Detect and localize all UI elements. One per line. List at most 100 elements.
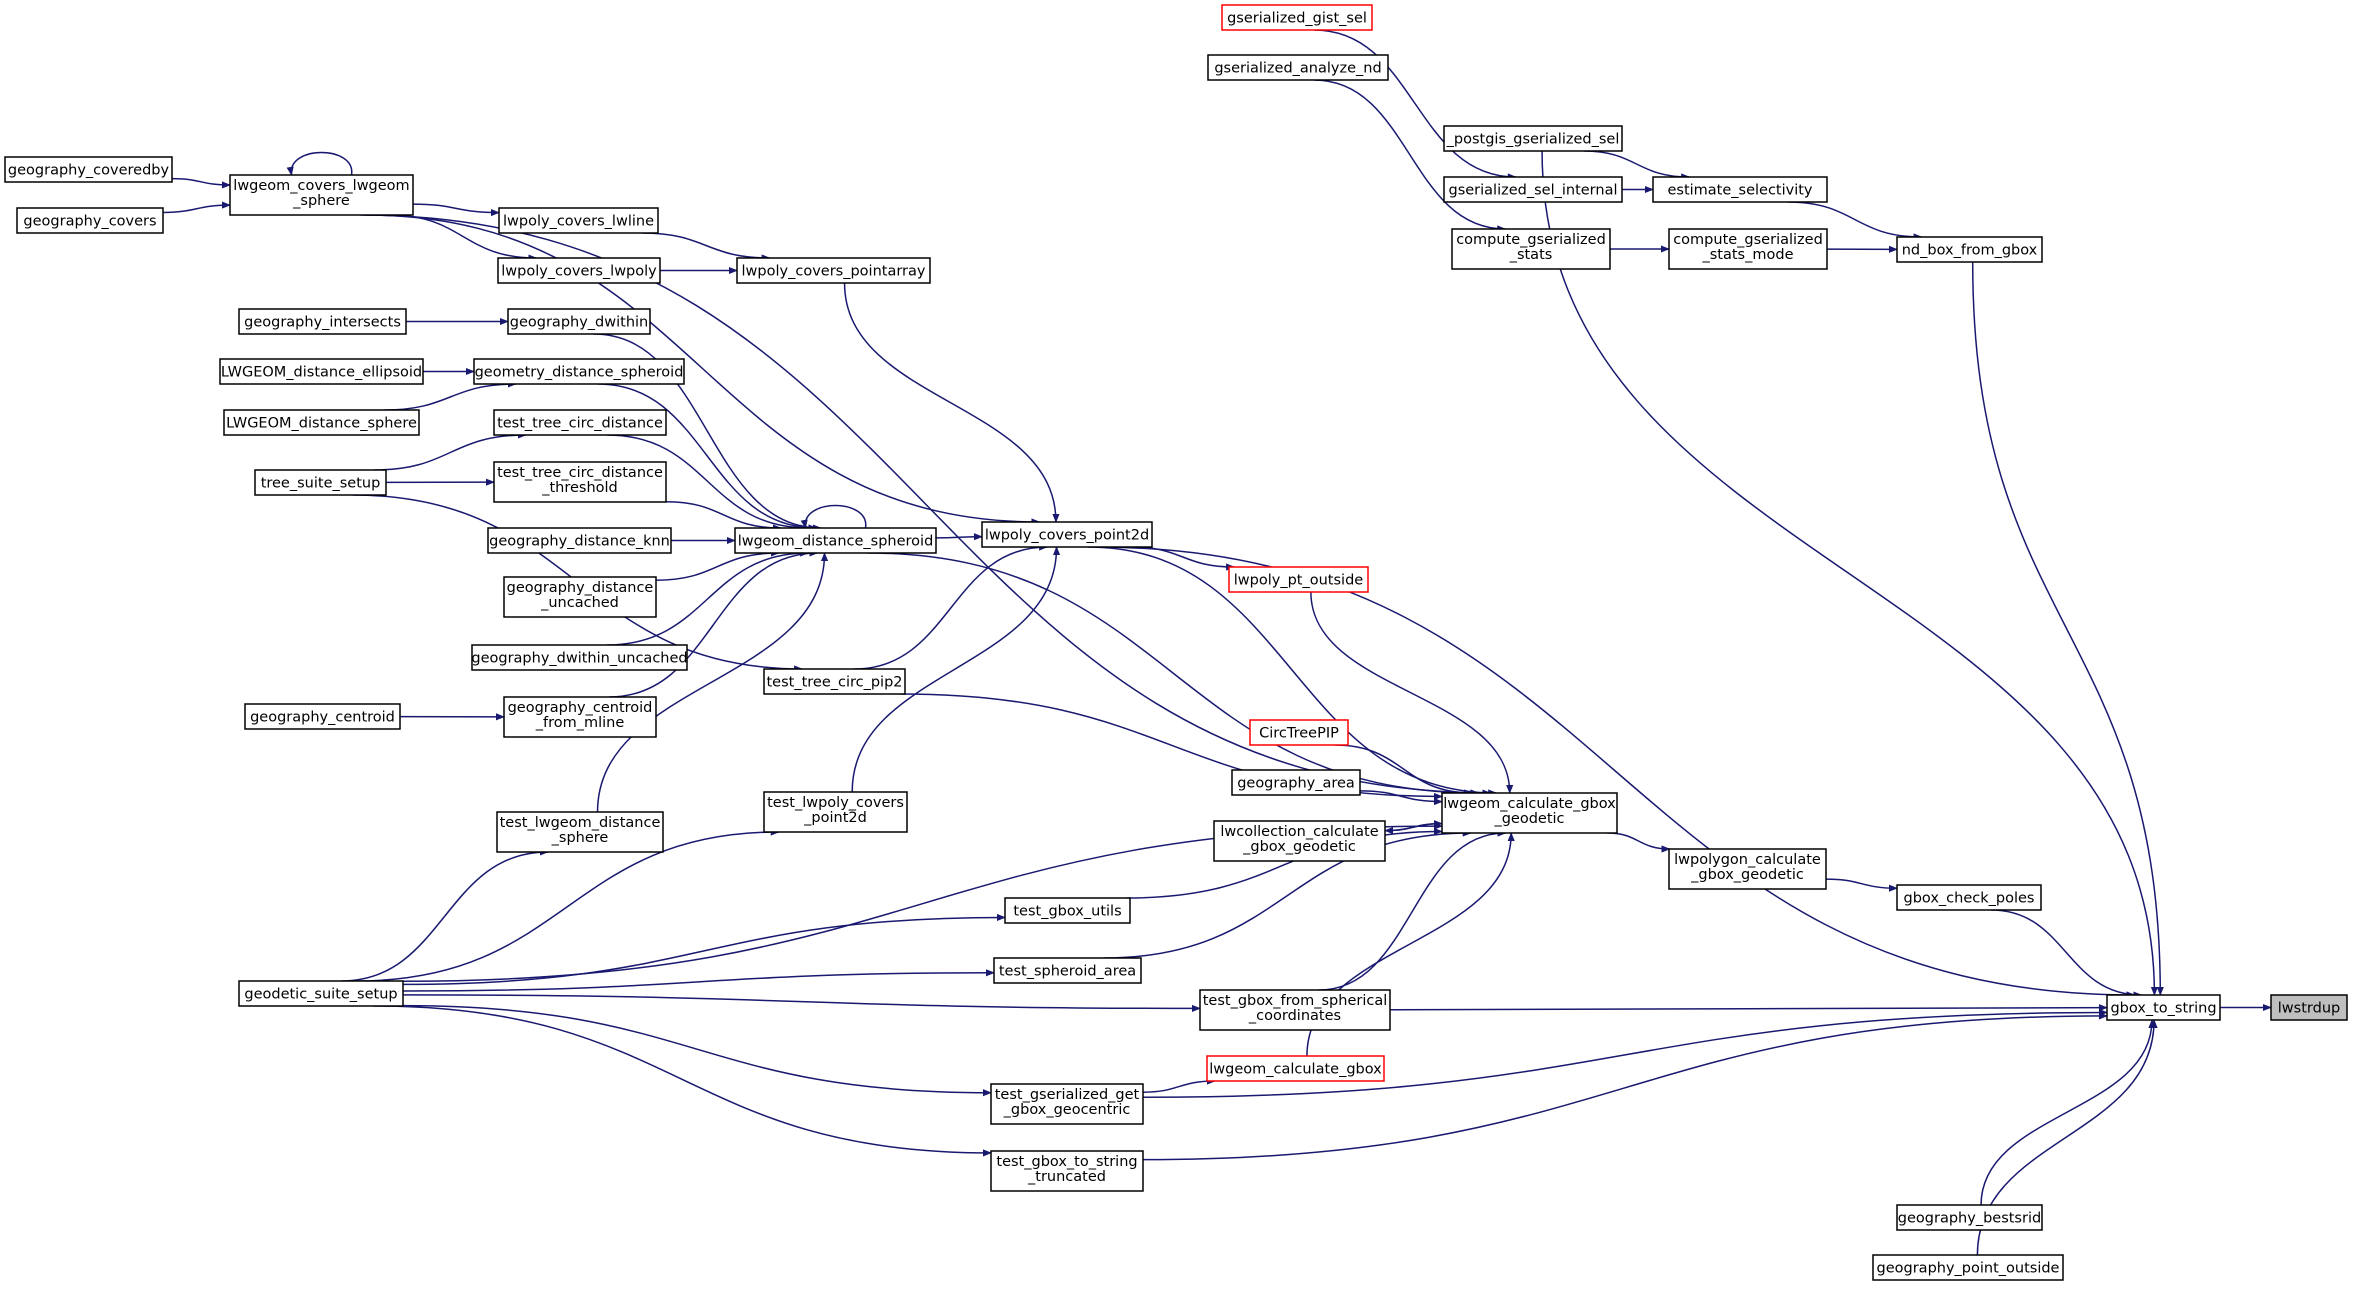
edge-geodetic_suite_setup-to-test_spheroid_area xyxy=(402,969,995,992)
node-label: test_gbox_utils xyxy=(1013,904,1121,920)
node-label: test_spheroid_area xyxy=(999,964,1136,980)
node-lwpoly-covers-pointarray[interactable]: lwpoly_covers_pointarray xyxy=(736,257,931,284)
node-label: geometry_distance_spheroid xyxy=(475,365,684,381)
node-geography-dwithin[interactable]: geography_dwithin xyxy=(507,308,651,335)
node-label: lwgeom_calculate_gbox xyxy=(1209,1062,1382,1078)
node-box xyxy=(16,207,164,234)
node-geography-distance-uncached[interactable]: geography_distance_uncached xyxy=(503,576,657,618)
node-geography-centroid[interactable]: geography_centroid xyxy=(244,703,401,730)
node-tree-suite-setup[interactable]: tree_suite_setup xyxy=(254,469,387,496)
node-gserialized-gist-sel[interactable]: gserialized_gist_sel xyxy=(1221,4,1373,31)
node-box xyxy=(498,207,659,234)
node-label: geography_area xyxy=(1237,776,1355,792)
node-geography-centroid-from-mline[interactable]: geography_centroid_from_mline xyxy=(503,696,657,738)
node-gbox-to-string[interactable]: gbox_to_string xyxy=(2106,994,2221,1021)
node-test-tree-circ-distance-threshold[interactable]: test_tree_circ_distance_threshold xyxy=(493,461,667,503)
node-test-lwpoly-covers-point2d[interactable]: test_lwpoly_covers_point2d xyxy=(763,791,908,833)
node-box xyxy=(981,521,1153,548)
node-lwpoly-pt-outside[interactable]: lwpoly_pt_outside xyxy=(1228,566,1369,593)
node-lwpoly-covers-point2d[interactable]: lwpoly_covers_point2d xyxy=(981,521,1153,548)
node-label: lwstrdup xyxy=(2278,1001,2340,1017)
node-test-gbox-utils[interactable]: test_gbox_utils xyxy=(1004,897,1131,924)
node-compute-gserialized-stats-mode[interactable]: compute_gserialized_stats_mode xyxy=(1668,228,1828,270)
node-geography-bestsrid[interactable]: geography_bestsrid xyxy=(1896,1204,2043,1231)
node-box xyxy=(1213,820,1386,862)
node-label: geography_dwithin_uncached xyxy=(471,651,687,667)
node-geography-coveredby[interactable]: geography_coveredby xyxy=(4,156,173,183)
edge-geodetic_suite_setup-to-test_gbox_to_string_truncated xyxy=(373,1005,992,1157)
node-nd-box-from-gbox[interactable]: nd_box_from_gbox xyxy=(1896,236,2043,263)
edge-CircTreePIP-to-lwgeom_calculate_gbox_geodetic xyxy=(1334,744,1474,797)
node-box xyxy=(1652,176,1828,203)
node-geometry-distance-spheroid[interactable]: geometry_distance_spheroid xyxy=(473,358,685,385)
node-box xyxy=(1443,176,1623,203)
edge-lwgeom_distance_spheroid-to-lwgeom_calculate_gbox_geodetic xyxy=(867,552,1480,797)
node-box xyxy=(1872,1254,2064,1281)
node-box xyxy=(4,156,173,183)
node-test-spheroid-area[interactable]: test_spheroid_area xyxy=(993,957,1142,984)
edge-test_lwgeom_distance_sphere-to-lwgeom_distance_spheroid xyxy=(596,552,829,813)
node-box xyxy=(1896,236,2043,263)
node-lwgeom-calculate-gbox[interactable]: lwgeom_calculate_gbox xyxy=(1206,1055,1385,1082)
node-box xyxy=(1004,897,1131,924)
node-label: compute_gserialized xyxy=(1673,232,1823,248)
node-lwgeom-distance-sphere[interactable]: LWGEOM_distance_sphere xyxy=(223,409,420,436)
node-geography-intersects[interactable]: geography_intersects xyxy=(238,308,407,335)
node-box xyxy=(238,980,404,1007)
edge-lwpoly_covers_point2d-to-lwpoly_pt_outside xyxy=(1131,546,1236,571)
node-geodetic-suite-setup[interactable]: geodetic_suite_setup xyxy=(238,980,404,1007)
node-box xyxy=(1199,989,1391,1031)
node-label: gserialized_analyze_nd xyxy=(1214,61,1381,77)
node-lwgeom-calculate-gbox-geodetic[interactable]: lwgeom_calculate_gbox_geodetic xyxy=(1441,792,1618,834)
node-box xyxy=(496,811,664,853)
node-box xyxy=(763,668,906,695)
node-label: compute_gserialized xyxy=(1456,232,1606,248)
node-box xyxy=(503,696,657,738)
edge-geography_distance_uncached-to-lwgeom_distance_spheroid xyxy=(655,549,780,581)
node-label: test_tree_circ_distance xyxy=(497,465,663,481)
node-geography-distance-knn[interactable]: geography_distance_knn xyxy=(487,527,672,554)
node-gserialized-analyze-nd[interactable]: gserialized_analyze_nd xyxy=(1207,54,1389,81)
node-label: lwgeom_distance_spheroid xyxy=(738,534,934,550)
node-gserialized-sel-internal[interactable]: gserialized_sel_internal xyxy=(1443,176,1623,203)
node-estimate-selectivity[interactable]: estimate_selectivity xyxy=(1652,176,1828,203)
node-test-gbox-from-spherical-coordinates[interactable]: test_gbox_from_spherical_coordinates xyxy=(1199,989,1391,1031)
node-test-tree-circ-pip2[interactable]: test_tree_circ_pip2 xyxy=(763,668,906,695)
node-geography-covers[interactable]: geography_covers xyxy=(16,207,164,234)
node-box xyxy=(238,308,407,335)
node-box xyxy=(1441,792,1618,834)
node-test-lwgeom-distance-sphere[interactable]: test_lwgeom_distance_sphere xyxy=(496,811,664,853)
node-label: geography_distance xyxy=(507,580,654,596)
node-test-tree-circ-distance[interactable]: test_tree_circ_distance xyxy=(493,409,667,436)
edge-lwgeom_covers_lwgeom_sphere-to-lwpoly_covers_point2d xyxy=(365,214,1041,526)
node-lwgeom-distance-spheroid[interactable]: lwgeom_distance_spheroid xyxy=(734,527,937,554)
node-lwpolygon-calculate-gbox-geodetic[interactable]: lwpolygon_calculate_gbox_geodetic xyxy=(1668,848,1827,890)
node-box xyxy=(497,257,661,284)
node-lwstrdup[interactable]: lwstrdup xyxy=(2270,994,2348,1021)
node-geography-point-outside[interactable]: geography_point_outside xyxy=(1872,1254,2064,1281)
node-lwcollection-calculate-gbox-geodetic[interactable]: lwcollection_calculate_gbox_geodetic xyxy=(1213,820,1386,862)
node-box xyxy=(1896,1204,2043,1231)
node-box xyxy=(2106,994,2221,1021)
node-geography-dwithin-uncached[interactable]: geography_dwithin_uncached xyxy=(471,644,688,671)
edge-lwpoly_covers_point2d-to-lwgeom_calculate_gbox_geodetic xyxy=(1087,546,1498,797)
node-test-gbox-to-string-truncated[interactable]: test_gbox_to_string_truncated xyxy=(990,1150,1144,1192)
node-label: geography_distance_knn xyxy=(489,534,670,550)
node-lwpoly-covers-lwline[interactable]: lwpoly_covers_lwline xyxy=(498,207,659,234)
node-lwgeom-covers-lwgeom-sphere[interactable]: lwgeom_covers_lwgeom_sphere xyxy=(229,174,414,216)
edge-lwgeom_covers_lwgeom_sphere-to-lwgeom_covers_lwgeom_sphere xyxy=(286,151,353,176)
node-circtreepip[interactable]: CircTreePIP xyxy=(1249,719,1349,746)
node-label: _sphere xyxy=(551,830,609,846)
node-geography-area[interactable]: geography_area xyxy=(1231,769,1361,796)
node-compute-gserialized-stats[interactable]: compute_gserialized_stats xyxy=(1451,228,1611,270)
edge-geometry_distance_spheroid-to-lwgeom_distance_spheroid xyxy=(597,383,818,532)
node-lwpoly-covers-lwpoly[interactable]: lwpoly_covers_lwpoly xyxy=(497,257,661,284)
node-label: gserialized_sel_internal xyxy=(1449,183,1618,199)
node-gbox-check-poles[interactable]: gbox_check_poles xyxy=(1896,884,2042,911)
node-test-gserialized-get-gbox-geocentric[interactable]: test_gserialized_get_gbox_geocentric xyxy=(990,1083,1144,1125)
node-lwgeom-distance-ellipsoid[interactable]: LWGEOM_distance_ellipsoid xyxy=(219,358,424,385)
edge-lwpoly_pt_outside-to-lwgeom_calculate_gbox_geodetic xyxy=(1310,591,1514,794)
node-box xyxy=(1668,848,1827,890)
node--postgis-gserialized-sel[interactable]: _postgis_gserialized_sel xyxy=(1443,125,1623,152)
edge-gserialized_gist_sel-to-gserialized_sel_internal xyxy=(1314,29,1517,181)
